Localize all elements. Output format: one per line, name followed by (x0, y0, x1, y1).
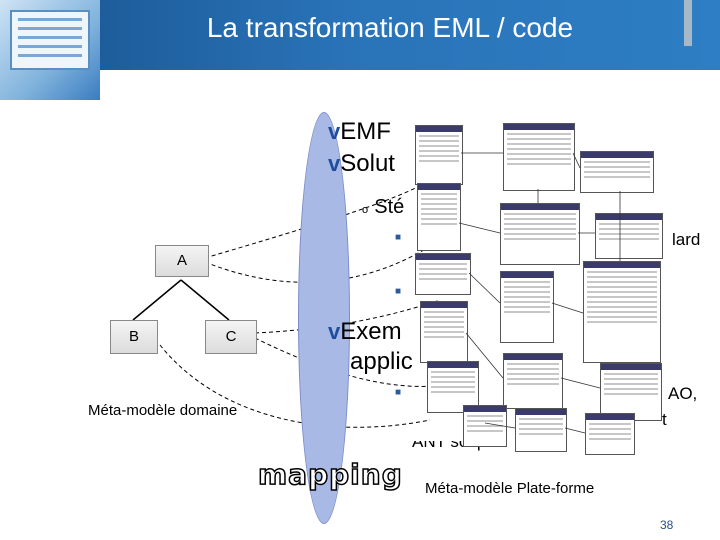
bullet-2: vSolut (328, 150, 395, 177)
schema-table (585, 413, 635, 455)
schema-table (515, 408, 567, 452)
sub-bullet-1-tail: lard (672, 230, 701, 249)
edge-a-c (180, 279, 230, 321)
edge-a-b (132, 279, 182, 321)
corner-graphic (0, 0, 100, 100)
schema-table (463, 405, 507, 447)
node-c: C (205, 320, 257, 354)
schema-table (415, 253, 471, 295)
mapping-arrow-5 (159, 344, 431, 428)
circle-bullet-icon: o (362, 204, 375, 216)
domain-metamodel-label: Méta-modèle domaine (88, 402, 238, 419)
title-accent (684, 0, 692, 46)
schema-table (500, 271, 554, 343)
bullet-3-line2: applic (350, 348, 413, 375)
schema-table (503, 123, 575, 191)
bullet-check-icon: v (328, 119, 341, 144)
node-b: B (110, 320, 158, 354)
page-number: 38 (660, 518, 674, 532)
bullet-1: vEMF (328, 118, 391, 145)
mapping-ellipse (298, 112, 350, 524)
monitor-icon (10, 10, 90, 70)
schema-table (600, 363, 662, 421)
schema-table (580, 151, 654, 193)
tail-text-3: ANT script (412, 432, 492, 451)
platform-metamodel-label: Méta-modèle Plate-forme (425, 480, 595, 497)
bullet-3: vExem (328, 318, 402, 345)
platform-schema-diagram (405, 123, 670, 458)
schema-table (420, 301, 468, 363)
square-bullet-icon: ■ (395, 387, 402, 398)
title-bar (100, 0, 720, 70)
tail-text-1: AO, (668, 384, 698, 403)
schema-table (595, 213, 663, 259)
square-bullet-icon: ■ (395, 286, 402, 297)
tail-text-2: t (662, 410, 667, 429)
bullet-check-icon: v (328, 151, 341, 176)
schema-table (583, 261, 661, 363)
sub-bullet-1: o Sté (362, 196, 405, 218)
schema-table (500, 203, 580, 265)
slide-header: La transformation EML / code (0, 0, 720, 100)
slide-title: La transformation EML / code (206, 12, 574, 43)
node-a: A (155, 245, 209, 277)
mapping-label: mapping (257, 457, 403, 492)
bullet-check-icon: v (328, 319, 341, 344)
schema-table (427, 361, 479, 413)
square-bullet-icon: ■ (395, 232, 402, 243)
schema-relations (458, 152, 621, 434)
schema-table (503, 353, 563, 409)
schema-table (417, 183, 461, 251)
